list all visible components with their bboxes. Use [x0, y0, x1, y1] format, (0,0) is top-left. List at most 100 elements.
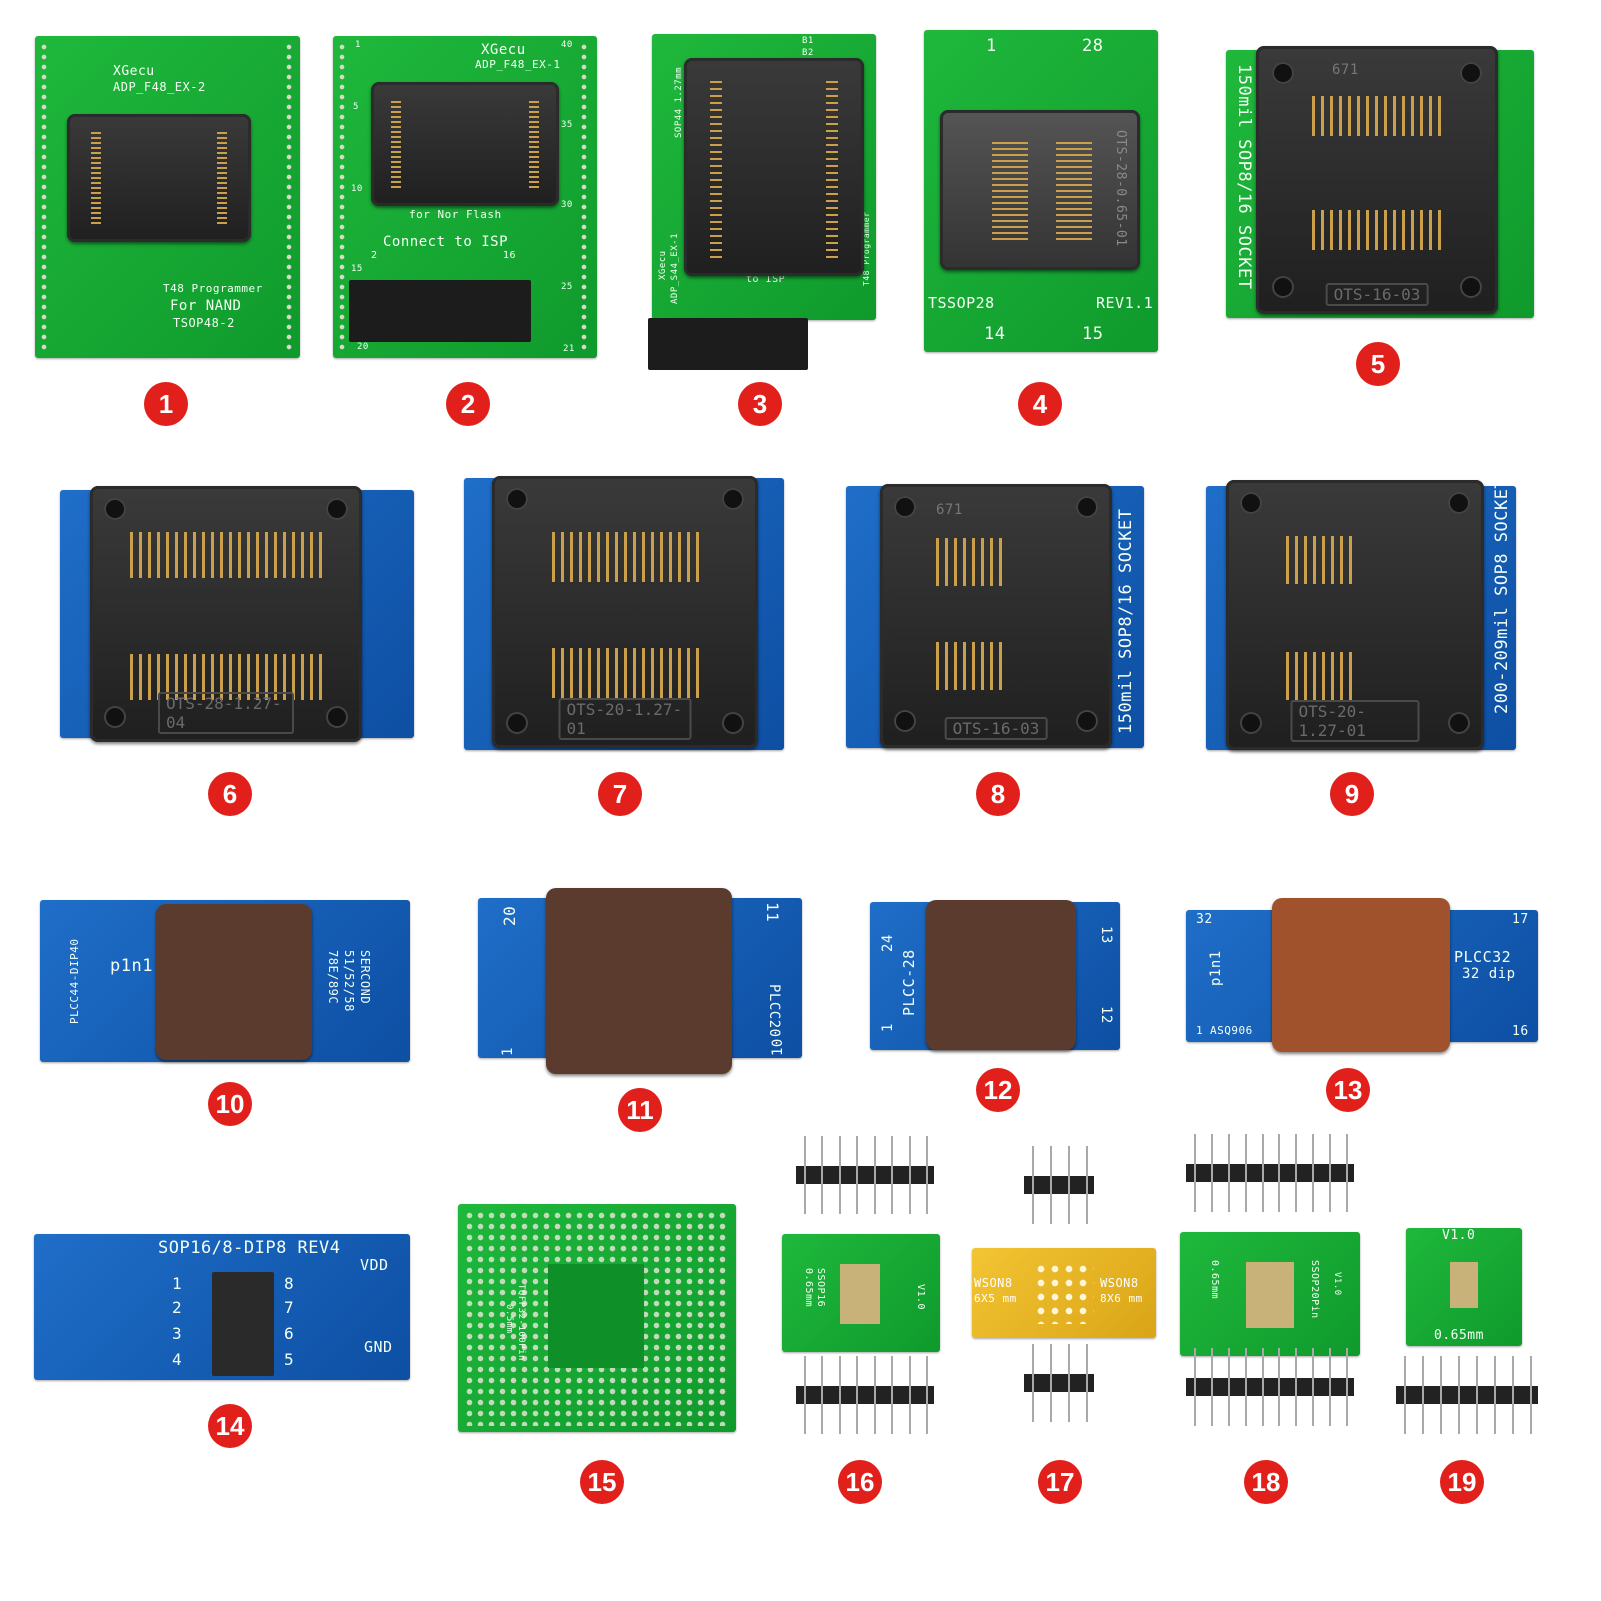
- badge-3: 3: [738, 382, 782, 426]
- adapter-17-left: WSON8: [974, 1276, 1013, 1290]
- header-pin: [1068, 1344, 1070, 1422]
- adapter-11-name: PLCC20: [766, 984, 782, 1038]
- plcc28-socket: [926, 900, 1076, 1050]
- adapter-14-title: SOP16/8-DIP8 REV4: [158, 1238, 341, 1258]
- pin-header-18-bottom: [1186, 1348, 1354, 1426]
- adapter-16-ver: V1.0: [915, 1284, 926, 1311]
- adapter-2-isp: Connect to ISP: [383, 234, 509, 250]
- pin-header-17-top: [1024, 1146, 1094, 1224]
- isp-connector: [349, 280, 531, 342]
- adapter-15-pcb: TQFP32-100Pin 0.5mm: [458, 1204, 736, 1432]
- adapter-13-name: PLCC32: [1454, 948, 1512, 966]
- tsop48-socket: [67, 114, 251, 242]
- adapter-5-socket-label: OTS-16-03: [1325, 283, 1429, 306]
- adapter-15-pitch: 0.5mm: [504, 1304, 514, 1334]
- adapter-14-pcb: SOP16/8-DIP8 REV4 VDD GND 1 2 3 4 8 7 6 …: [34, 1234, 410, 1380]
- sop16-socket-5: 671 OTS-16-03: [1256, 46, 1498, 314]
- header-pin: [1068, 1146, 1070, 1224]
- header-pin: [1458, 1356, 1460, 1434]
- header-pin: [1329, 1134, 1332, 1212]
- dip8-socket: [212, 1272, 274, 1376]
- badge-4: 4: [1018, 382, 1062, 426]
- adapter-2-pin5: 5: [353, 102, 359, 112]
- header-pin: [891, 1136, 894, 1214]
- adapter-17-right: WSON8: [1100, 1276, 1139, 1290]
- header-pin: [1476, 1356, 1478, 1434]
- header-pin: [821, 1136, 824, 1214]
- adapter-16-pitch: 0.65mm: [803, 1268, 814, 1308]
- adapter-11-b10: 10: [770, 1038, 786, 1056]
- sop20-socket-7: OTS-20-1.27-01: [492, 476, 758, 748]
- adapter-12-p13: 13: [1098, 926, 1114, 944]
- pin-header-17-bottom: [1024, 1344, 1094, 1422]
- adapter-4-socket-label: OTS-28-0.65-01: [1113, 130, 1128, 247]
- adapter-1-pcb: XGecu ADP_F48_EX-2 T48 Programmer For NA…: [35, 36, 300, 358]
- badge-6: 6: [208, 772, 252, 816]
- header-pin: [1032, 1146, 1034, 1224]
- adapter-3-model: ADP_S44_EX-1: [670, 232, 680, 304]
- badge-17: 17: [1038, 1460, 1082, 1504]
- badge-19: 19: [1440, 1460, 1484, 1504]
- adapter-3-isp: to ISP: [746, 274, 786, 285]
- adapter-17-pcb: WSON8 6X5 mm WSON8 8X6 mm: [972, 1248, 1156, 1338]
- tssop28-socket: OTS-28-0.65-01: [940, 110, 1140, 270]
- adapter-5-side: 150mil SOP8/16 SOCKET: [1234, 64, 1254, 290]
- header-pin: [838, 1356, 841, 1434]
- adapter-13-pin: p1n1: [1208, 950, 1224, 986]
- badge-1: 1: [144, 382, 188, 426]
- adapter-10-right1: 78E/89C: [326, 950, 340, 1005]
- header-pin: [804, 1356, 806, 1434]
- adapter-14-r5: 5: [284, 1350, 295, 1369]
- header-pin: [908, 1136, 911, 1214]
- header-pin: [838, 1136, 841, 1214]
- sop44-socket: [684, 58, 864, 276]
- adapter-13-p32: 32: [1196, 912, 1213, 927]
- badge-2: 2: [446, 382, 490, 426]
- adapter-2-pin30: 30: [561, 200, 573, 210]
- adapter-4-p15: 15: [1082, 324, 1104, 344]
- adapter-2-isp-pin16: 16: [503, 250, 517, 261]
- sop16-socket-8: 671 OTS-16-03: [880, 484, 1112, 748]
- adapter-14-l3: 3: [172, 1324, 183, 1343]
- adapter-10-right2: 51/52/58: [342, 950, 356, 1012]
- adapter-14-r7: 7: [284, 1298, 295, 1317]
- header-pin: [1050, 1344, 1052, 1422]
- header-pin: [873, 1356, 876, 1434]
- header-pin: [1278, 1134, 1281, 1212]
- adapter-18-name: SSOP20Pin: [1309, 1260, 1320, 1319]
- adapter-2-pin10: 10: [351, 184, 363, 194]
- adapter-4-p1: 1: [986, 36, 997, 56]
- header-pin: [1512, 1356, 1514, 1434]
- header-pin: [1312, 1134, 1315, 1212]
- adapter-10-pin: p1n1: [110, 956, 153, 976]
- badge-14: 14: [208, 1404, 252, 1448]
- adapter-12-p24: 24: [880, 934, 896, 952]
- adapter-2-norflash: for Nor Flash: [409, 208, 502, 221]
- adapter-16-name: SSOP16: [815, 1268, 826, 1308]
- adapter-11-top: 20: [500, 905, 519, 926]
- badge-13: 13: [1326, 1068, 1370, 1112]
- adapter-8-side: 150mil SOP8/16 SOCKET: [1116, 508, 1136, 734]
- adapter-2-pin15: 15: [351, 264, 363, 274]
- header-pin: [1278, 1348, 1281, 1426]
- header-pin: [1244, 1134, 1247, 1212]
- adapter-7-socket-label: OTS-20-1.27-01: [558, 698, 692, 740]
- adapter-2-brand: XGecu: [481, 42, 526, 58]
- adapter-11-right: 11: [763, 902, 782, 923]
- adapter-4-name: TSSOP28: [928, 294, 995, 312]
- adapter-16-pcb: SSOP16 0.65mm V1.0: [782, 1234, 940, 1352]
- adapter-14-l1: 1: [172, 1274, 183, 1293]
- adapter-3-b2: B2: [802, 48, 814, 58]
- header-pin: [926, 1356, 928, 1434]
- adapter-17-left-size: 6X5 mm: [974, 1292, 1017, 1305]
- adapter-4-p28: 28: [1082, 36, 1104, 56]
- adapter-2-pin20: 20: [357, 342, 369, 352]
- adapter-4-rev: REV1.1: [1096, 294, 1154, 312]
- adapter-3-pcb: B1 B2 SOP44 1.27mm XGecu ADP_S44_EX-1 T4…: [652, 34, 876, 320]
- header-pin: [856, 1356, 859, 1434]
- adapter-1-brand: XGecu: [113, 64, 155, 79]
- header-pin: [1494, 1356, 1496, 1434]
- adapter-13-dip: 32 dip: [1462, 966, 1516, 982]
- adapter-13-code: ASQ906: [1210, 1024, 1253, 1037]
- adapter-14-l4: 4: [172, 1350, 183, 1369]
